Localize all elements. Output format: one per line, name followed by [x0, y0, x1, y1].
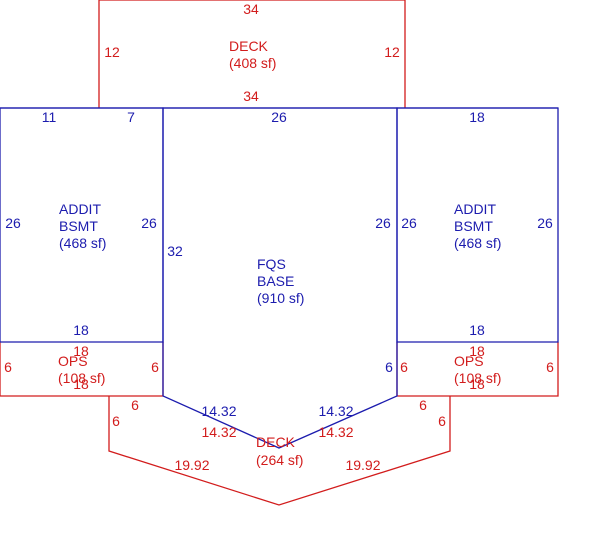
dim-deck-bottom-inner-left: 14.32	[201, 424, 236, 440]
dim-addit-left-right: 26	[141, 215, 157, 231]
ops-right-area: (108 sf)	[454, 370, 501, 386]
dim-deck-top-left: 12	[104, 44, 120, 60]
addit-right-name-1: ADDIT	[454, 201, 496, 217]
deck-top-outline	[98, 0, 406, 108]
ops-left-area: (108 sf)	[58, 370, 105, 386]
ops-right-label: OPS (108 sf)	[454, 353, 501, 386]
fqs-base-name-1: FQS	[257, 256, 286, 272]
dim-addit-left-top-a: 11	[42, 109, 57, 125]
dim-addit-right-left: 26	[401, 215, 417, 231]
dim-deck-bottom-outer-left: 19.92	[174, 457, 209, 473]
dim-fqs-diag-right: 14.32	[318, 403, 353, 419]
addit-left-name-1: ADDIT	[59, 201, 101, 217]
addit-right-area: (468 sf)	[454, 235, 501, 251]
dim-ops-right-bottom: 18	[469, 376, 485, 392]
dim-ops-right-top: 18	[469, 343, 485, 359]
dim-ops-left-left: 6	[4, 359, 12, 375]
dim-deck-top-bottom: 34	[243, 88, 259, 104]
deck-top-area: (408 sf)	[229, 55, 276, 71]
dim-fqs-top: 26	[271, 109, 287, 125]
dim-addit-left-top-b: 7	[127, 109, 135, 125]
dim-addit-left-bottom: 18	[73, 322, 89, 338]
dim-fqs-left: 32	[167, 243, 183, 259]
deck-bottom-label: DECK (264 sf)	[256, 434, 303, 468]
deck-top-name: DECK	[229, 38, 269, 54]
dim-fqs-right: 26	[375, 215, 391, 231]
addit-left-area: (468 sf)	[59, 235, 106, 251]
dim-deck-bottom-right-top: 6	[419, 397, 427, 413]
ops-left-name: OPS	[58, 353, 88, 369]
dim-deck-top-top: 34	[243, 1, 259, 17]
ops-left-label: OPS (108 sf)	[58, 353, 105, 386]
dim-ops-left-right: 6	[151, 359, 159, 375]
dim-deck-bottom-outer-right: 19.92	[345, 457, 380, 473]
fqs-base-label: FQS BASE (910 sf)	[257, 256, 304, 306]
dim-deck-bottom-left-side: 6	[112, 413, 120, 429]
dim-deck-top-right: 12	[384, 44, 400, 60]
dim-addit-left-left: 26	[5, 215, 21, 231]
dim-addit-right-bottom: 18	[469, 322, 485, 338]
dim-deck-bottom-inner-right: 14.32	[318, 424, 353, 440]
addit-left-name-2: BSMT	[59, 218, 98, 234]
dim-fqs-diag-left: 14.32	[201, 403, 236, 419]
dim-addit-right-right: 26	[537, 215, 553, 231]
dim-addit-right-top: 18	[469, 109, 485, 125]
addit-right-name-2: BSMT	[454, 218, 493, 234]
deck-bottom-name: DECK	[256, 434, 296, 450]
fqs-base-area: (910 sf)	[257, 290, 304, 306]
deck-bottom-outline	[108, 396, 451, 506]
dim-ops-right-right: 6	[546, 359, 554, 375]
addit-bsmt-right-label: ADDIT BSMT (468 sf)	[454, 201, 501, 251]
dim-deck-bottom-right-side: 6	[438, 413, 446, 429]
dim-ops-right-left: 6	[400, 359, 408, 375]
dim-ops-left-top: 18	[73, 343, 89, 359]
deck-top-label: DECK (408 sf)	[229, 38, 276, 71]
dim-ops-left-bottom: 18	[73, 376, 89, 392]
fqs-base-name-2: BASE	[257, 273, 294, 289]
dim-fqs-lower-right: 6	[385, 359, 393, 375]
deck-bottom-area: (264 sf)	[256, 452, 303, 468]
dim-deck-bottom-left-top: 6	[131, 397, 139, 413]
addit-bsmt-left-label: ADDIT BSMT (468 sf)	[59, 201, 106, 251]
ops-right-name: OPS	[454, 353, 484, 369]
